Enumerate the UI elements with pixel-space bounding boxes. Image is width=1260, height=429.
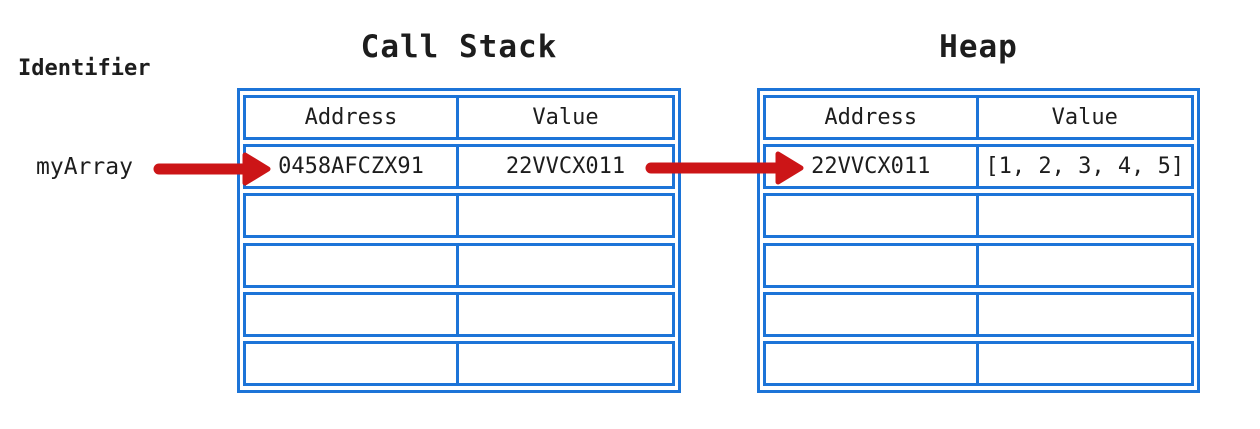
heap-empty-row bbox=[763, 340, 1194, 386]
variable-name-label: myArray bbox=[36, 154, 133, 180]
heap-empty-row bbox=[763, 291, 1194, 337]
heap-empty-row bbox=[763, 242, 1194, 288]
heap-address-header: Address bbox=[766, 98, 979, 137]
call-stack-empty-value-cell bbox=[459, 246, 672, 285]
heap-value-cell: [1, 2, 3, 4, 5] bbox=[985, 154, 1185, 180]
heap-title: Heap bbox=[939, 29, 1018, 65]
heap-empty-value-cell bbox=[979, 344, 1192, 383]
heap-empty-row bbox=[763, 193, 1194, 239]
heap-value-header: Value bbox=[1051, 105, 1118, 130]
heap-empty-address-cell bbox=[766, 245, 979, 285]
call-stack-address-header: Address bbox=[246, 98, 459, 137]
heap-empty-address-cell bbox=[766, 294, 979, 334]
call-stack-empty-value-cell bbox=[459, 344, 672, 383]
call-stack-empty-row bbox=[243, 340, 675, 386]
call-stack-empty-row bbox=[243, 242, 675, 288]
heap-empty-address-cell bbox=[766, 196, 979, 236]
call-stack-table: Address Value 0458AFCZX91 22VVCX011 bbox=[237, 88, 681, 393]
call-stack-header-row: Address Value bbox=[243, 95, 675, 140]
heap-empty-value-cell bbox=[979, 295, 1192, 334]
call-stack-data-row: 0458AFCZX91 22VVCX011 bbox=[243, 144, 675, 190]
call-stack-empty-row bbox=[243, 193, 675, 239]
heap-empty-address-cell bbox=[766, 343, 979, 383]
call-stack-title: Call Stack bbox=[360, 29, 558, 65]
call-stack-empty-value-cell bbox=[459, 196, 672, 235]
heap-empty-value-cell bbox=[979, 246, 1192, 285]
call-stack-empty-value-cell bbox=[459, 295, 672, 334]
call-stack-empty-address-cell bbox=[246, 196, 459, 236]
call-stack-empty-row bbox=[243, 291, 675, 337]
call-stack-empty-address-cell bbox=[246, 343, 459, 383]
heap-data-row: 22VVCX011 [1, 2, 3, 4, 5] bbox=[763, 144, 1194, 190]
call-stack-empty-address-cell bbox=[246, 294, 459, 334]
identifier-label: Identifier bbox=[18, 56, 151, 81]
heap-table: Address Value 22VVCX011 [1, 2, 3, 4, 5] bbox=[757, 88, 1200, 393]
call-stack-address-cell: 0458AFCZX91 bbox=[246, 147, 459, 187]
call-stack-empty-address-cell bbox=[246, 245, 459, 285]
heap-header-row: Address Value bbox=[763, 95, 1194, 140]
call-stack-value-cell: 22VVCX011 bbox=[505, 154, 626, 180]
heap-address-cell: 22VVCX011 bbox=[766, 147, 979, 187]
call-stack-value-header: Value bbox=[532, 105, 599, 130]
heap-empty-value-cell bbox=[979, 196, 1192, 235]
